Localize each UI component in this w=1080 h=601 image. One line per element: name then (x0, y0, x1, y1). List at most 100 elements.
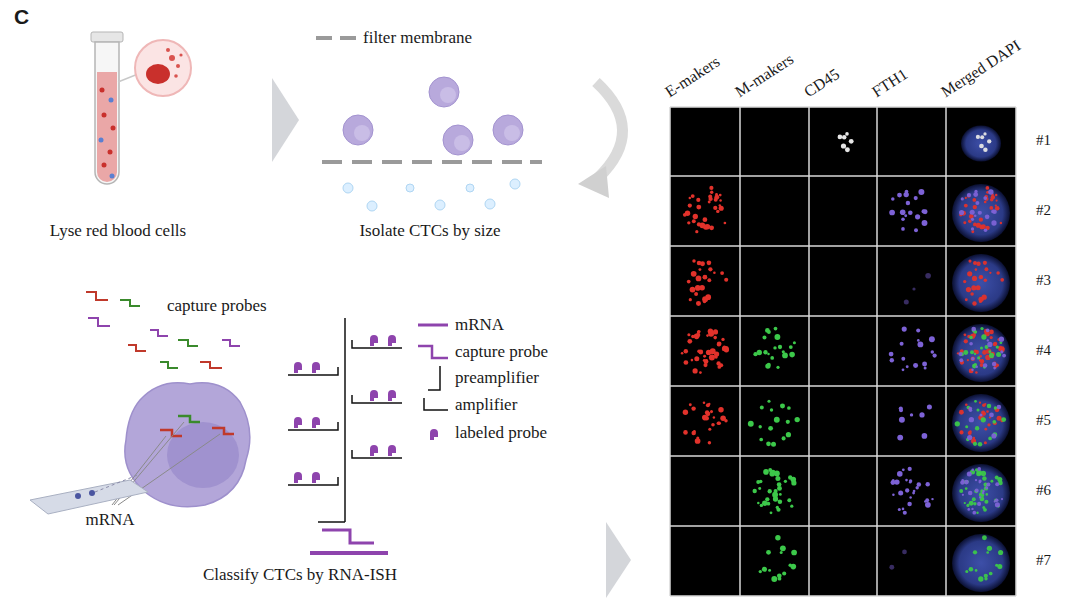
signal-dot (980, 359, 984, 363)
signal-dot (709, 186, 713, 190)
signal-dot (771, 442, 776, 447)
signal-dot (961, 197, 964, 200)
branched-amplifier (288, 318, 402, 553)
signal-dot (990, 336, 993, 339)
signal-dot (703, 355, 706, 358)
signal-dot (789, 352, 795, 358)
signal-dot (697, 261, 701, 265)
signal-dot (695, 285, 701, 291)
signal-dot (983, 148, 987, 152)
signal-dot (780, 545, 786, 551)
step-caption: Classify CTCs by RNA-ISH (203, 565, 397, 585)
signal-dot (705, 410, 709, 414)
signal-dot (975, 371, 978, 374)
signal-dot (983, 363, 987, 367)
signal-dot (890, 480, 895, 485)
signal-dot (929, 336, 935, 342)
signal-dot (969, 369, 974, 374)
signal-dot (699, 371, 702, 374)
signal-dot (703, 217, 708, 222)
signal-dot (989, 572, 993, 576)
row-number: #3 (1036, 272, 1051, 289)
signal-dot (914, 196, 918, 200)
signal-dot (769, 471, 775, 477)
signal-dot (771, 576, 777, 582)
signal-dot (975, 489, 979, 493)
signal-dot (919, 412, 924, 417)
step-caption: Isolate CTCs by size (359, 221, 500, 241)
signal-dot (683, 410, 688, 415)
signal-dot (979, 359, 981, 361)
signal-dot (753, 489, 757, 493)
signal-dot (959, 410, 964, 415)
legend-text: preamplifier (455, 368, 539, 388)
signal-dot (1002, 354, 1006, 358)
signal-dot (775, 476, 780, 481)
signal-dot (776, 506, 779, 509)
signal-dot (972, 469, 975, 472)
signal-dot (984, 228, 988, 232)
signal-dot (1000, 346, 1005, 351)
step-caption: Lyse red blood cells (50, 221, 186, 241)
signal-dot (976, 135, 980, 139)
signal-dot (716, 361, 720, 365)
signal-dot (697, 330, 700, 333)
signal-dot (711, 423, 715, 427)
signal-dot (688, 203, 692, 207)
signal-dot (719, 199, 721, 201)
signal-dot (987, 139, 991, 143)
signal-dot (689, 197, 691, 199)
signal-dot (970, 210, 975, 215)
signal-dot (912, 287, 915, 290)
signal-dot (996, 352, 1001, 357)
signal-dot (970, 350, 974, 354)
signal-dot (995, 502, 1000, 507)
signal-dot (915, 214, 920, 219)
signal-dot (789, 345, 793, 349)
signal-dot (913, 363, 918, 368)
signal-dot (757, 350, 762, 355)
signal-dot (713, 272, 716, 275)
signal-dot (778, 577, 782, 581)
signal-dot (984, 441, 987, 444)
signal-dot (907, 502, 912, 507)
signal-dot (838, 135, 843, 140)
signal-dot (905, 479, 908, 482)
cell-illustration (30, 383, 250, 514)
signal-dot (966, 504, 969, 507)
signal-dot (995, 204, 997, 206)
signal-dot (965, 403, 968, 406)
signal-dot (1001, 498, 1003, 500)
signal-dot (683, 430, 688, 435)
signal-dot (998, 550, 1003, 555)
signal-dot (925, 502, 931, 508)
signal-dot (760, 504, 763, 507)
signal-dot (987, 404, 991, 408)
signal-dot (960, 480, 964, 484)
signal-dot (845, 147, 850, 152)
signal-dot (1000, 222, 1002, 224)
signal-dot (698, 268, 701, 271)
signal-dot (901, 218, 905, 222)
signal-dot (987, 546, 992, 551)
signal-dot (773, 496, 778, 501)
signal-dot (787, 498, 791, 502)
signal-dot (889, 210, 895, 216)
signal-dot (760, 406, 764, 410)
signal-dot (780, 404, 785, 409)
signal-dot (708, 329, 713, 334)
signal-dot (696, 198, 700, 202)
signal-dot (703, 300, 707, 304)
signal-dot (989, 330, 994, 335)
row-number: #7 (1036, 552, 1051, 569)
signal-dot (984, 577, 987, 580)
signal-dot (901, 357, 905, 361)
signal-dot (717, 341, 722, 346)
signal-dot (993, 342, 997, 346)
signal-dot (901, 227, 905, 231)
signal-dot (973, 502, 976, 505)
signal-dot (709, 225, 714, 230)
signal-dot (694, 292, 698, 296)
signal-dot (964, 339, 968, 343)
signal-dot (902, 508, 905, 511)
